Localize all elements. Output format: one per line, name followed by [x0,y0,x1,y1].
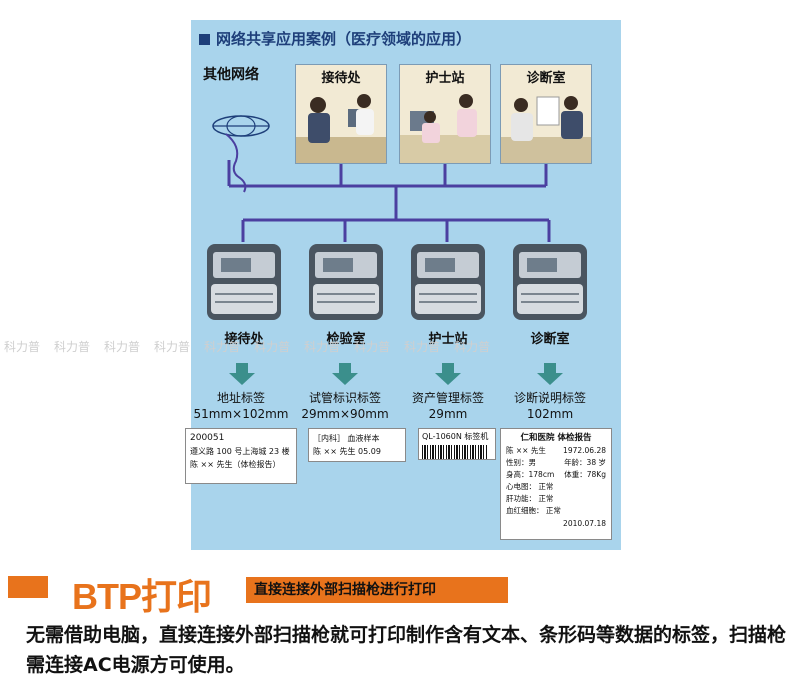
printer-label-nurse: 护士站 [428,332,468,347]
diagnosis-room-scene-icon [501,96,591,163]
tube-label-sample: ［内科］ 血液样本 陈 ×× 先生 05.09 [308,428,406,462]
arrow-down-icon [332,363,358,385]
tag-name-address: 地址标签 [216,391,265,405]
barcode-icon [422,445,488,459]
network-wiring [227,160,551,242]
section-tag: 直接连接外部扫描枪进行打印 [246,577,508,603]
tag-size-tube: 29mm×90mm [301,407,389,421]
address-label-sample: 200051 遵义路 100 号上海城 23 楼 陈 ×× 先生（体检报告） [185,428,297,484]
label-printer-icon [513,244,587,320]
section-title: BTP打印 [72,576,212,617]
printer-label-diagnosis: 诊断室 [530,332,570,347]
watermark-text: 科力普 [4,340,41,354]
label-printer-icon [309,244,383,320]
arrow-down-icon [435,363,461,385]
tag-size-asset: 29mm [428,407,468,421]
arrow-down-icon [229,363,255,385]
printer-label-lab: 检验室 [326,332,366,347]
section-description: 无需借助电脑，直接连接外部扫描枪就可打印制作含有文本、条形码等数据的标签，扫描枪… [26,624,787,676]
scene-nurse-station: 护士站 [399,64,491,164]
other-network-label: 其他网络 [203,67,259,83]
nurse-station-scene-icon [400,94,490,163]
tag-size-address: 51mm×102mm [193,407,289,421]
printer-label-reception: 接待处 [224,332,264,347]
scene-reception: 接待处 [295,64,387,164]
section-accent-bar [8,576,48,598]
watermark-text: 科力普 [154,340,191,354]
label-printer-icon [207,244,281,320]
arrow-down-icon [537,363,563,385]
reception-scene-icon [296,94,386,163]
tag-name-asset: 资产管理标签 [411,391,484,405]
network-diagram-panel: 网络共享应用案例（医疗领域的应用） 其他网络 接待处 护士站 诊断室 [185,20,621,550]
watermark-text: 科力普 [104,340,141,354]
asset-label-sample: QL-1060N 标签机 [418,428,496,460]
panel-title: 网络共享应用案例（医疗领域的应用） [199,28,471,49]
tag-size-diagnosis: 102mm [526,407,574,421]
tag-name-diagnosis: 诊断说明标签 [513,391,586,405]
label-printer-icon [411,244,485,320]
square-bullet-icon [199,34,210,45]
watermark-text: 科力普 [54,340,91,354]
tag-name-tube: 试管标识标签 [308,391,381,405]
scene-diagnosis-room: 诊断室 [500,64,592,164]
